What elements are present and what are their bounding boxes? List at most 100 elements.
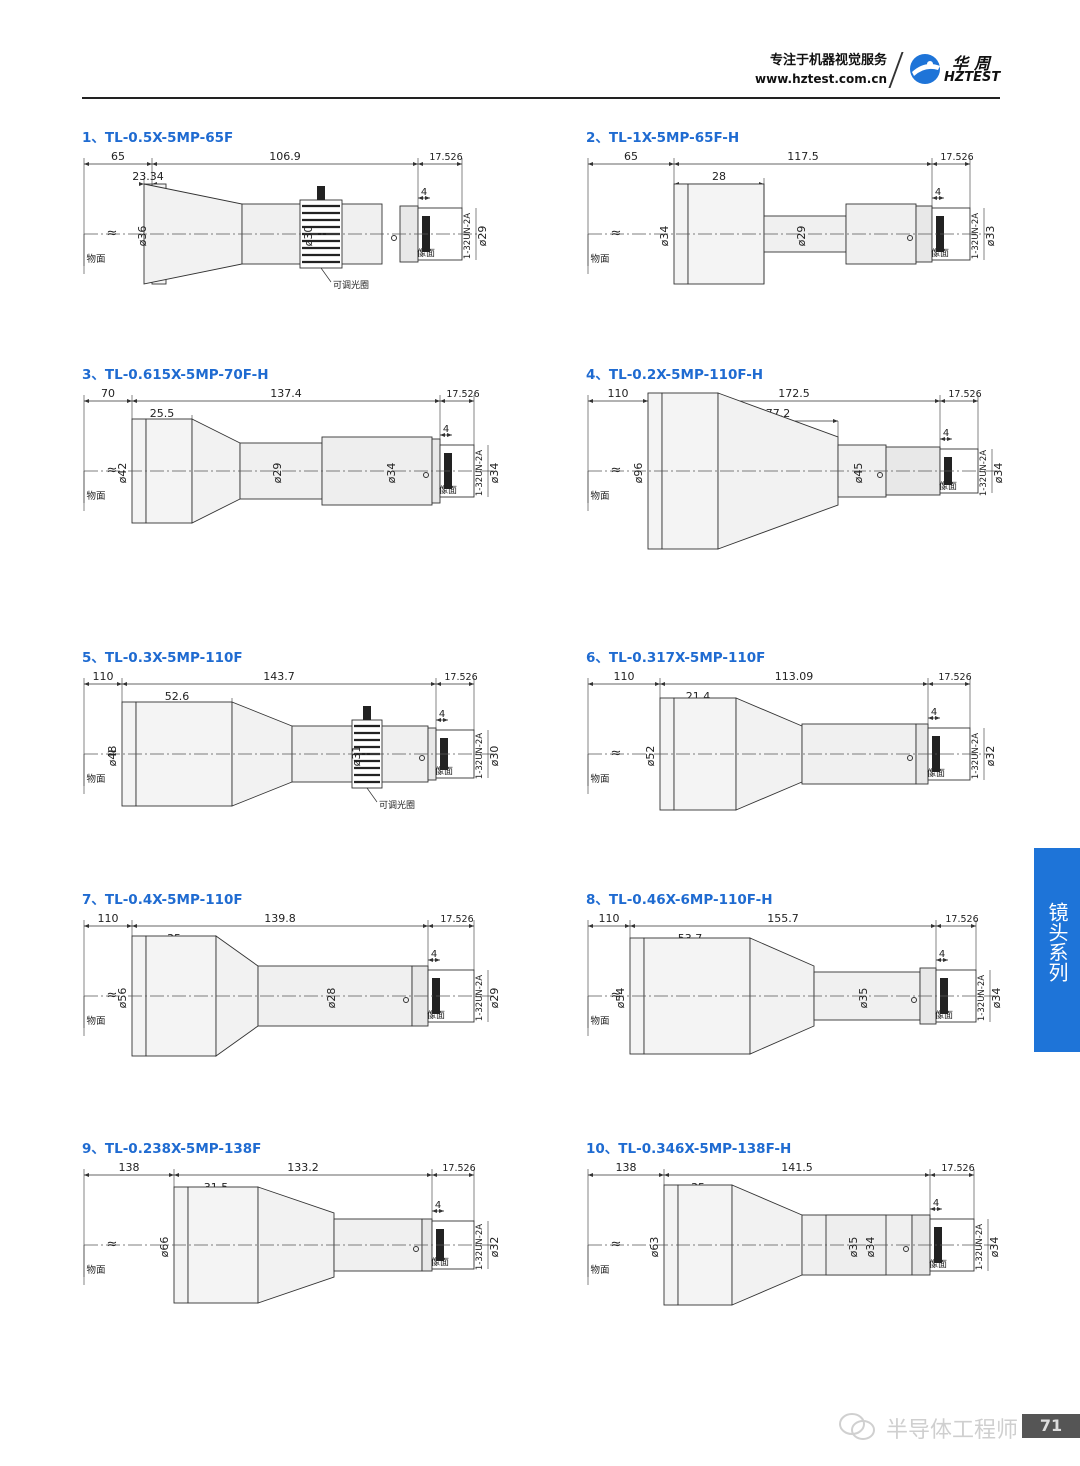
object-plane-label: 物面 — [590, 773, 609, 785]
dim-working-distance-arrow-right — [117, 682, 122, 686]
section-side-tab[interactable]: 镜头系列 — [1034, 848, 1080, 1052]
image-plane-label: 像面 — [431, 1256, 449, 1268]
axis-break-icon: ≈ — [107, 746, 118, 761]
dim-working-distance-arrow-left — [84, 1173, 89, 1177]
dim-length-arrow-left — [674, 162, 679, 166]
dim-mount-label: 17.526 — [446, 389, 479, 400]
aperture-knob[interactable] — [317, 186, 325, 200]
dim-small-label: 4 — [931, 707, 937, 718]
lens-title: 10、TL-0.346X-5MP-138F-H — [586, 1141, 792, 1157]
dim-working-distance-arrow-left — [84, 682, 89, 686]
dim-working-distance-arrow-right — [127, 924, 132, 928]
dim-mount-arrow-left — [940, 399, 945, 403]
dim-mount-arrow-left — [440, 399, 445, 403]
dia-mid-label: ø45 — [852, 463, 865, 484]
image-plane-label: 像面 — [427, 1009, 445, 1021]
dim-step-label: 52.6 — [165, 690, 190, 703]
header-tagline: 专注于机器视觉服务 — [769, 53, 887, 68]
lens-title: 3、TL-0.615X-5MP-70F-H — [82, 367, 269, 383]
dia-front-label: ø34 — [658, 226, 671, 247]
header-tagline-block: 专注于机器视觉服务 www.hztest.com.cn — [755, 52, 887, 88]
dim-length-label: 133.2 — [287, 1161, 319, 1174]
dim-working-distance-arrow-right — [625, 924, 630, 928]
dia-rear-label: ø32 — [984, 746, 997, 767]
mount-thread — [934, 1227, 942, 1263]
dim-small-arrow-right — [937, 1207, 942, 1211]
aperture-ring-label: 可调光圈 — [333, 279, 369, 291]
dim-length-arrow-left — [174, 1173, 179, 1177]
header-url[interactable]: www.hztest.com.cn — [755, 72, 887, 86]
dim-mount-arrow-left — [932, 162, 937, 166]
dim-length-arrow-right — [935, 399, 940, 403]
dim-small-label: 4 — [933, 1198, 939, 1209]
dim-length-arrow-right — [431, 682, 436, 686]
image-plane-label: 像面 — [935, 1009, 953, 1021]
dim-step-label: 28 — [712, 170, 726, 183]
dim-mount-arrow-left — [428, 924, 433, 928]
dim-small-arrow-left — [932, 196, 937, 200]
dim-working-distance-label: 65 — [111, 150, 125, 163]
dim-length-label: 117.5 — [787, 150, 819, 163]
dim-mount-arrow-right — [469, 399, 474, 403]
dim-mount-label: 17.526 — [429, 152, 462, 163]
image-plane-label: 像面 — [929, 1258, 947, 1270]
set-screw-icon — [877, 472, 883, 478]
leader-line — [366, 787, 378, 803]
dia-mid-label: ø28 — [325, 988, 338, 1009]
dia-rear-label: ø34 — [988, 1237, 1001, 1258]
thread-label: 1-32UN-2A — [971, 213, 981, 259]
dia-rear-label: ø32 — [488, 1237, 501, 1258]
dim-small-arrow-right — [935, 716, 940, 720]
dia-rear-label: ø30 — [488, 746, 501, 767]
dim-length-arrow-left — [660, 682, 665, 686]
dim-small-arrow-left — [928, 716, 933, 720]
header-rule — [82, 97, 1000, 99]
watermark-text: 半导体工程师 — [886, 1418, 1019, 1443]
dia-front-label: ø36 — [136, 226, 149, 247]
brand-name-en: HZTEST — [944, 70, 1001, 85]
image-plane-label: 像面 — [435, 765, 453, 777]
dim-length-label: 155.7 — [767, 912, 799, 925]
object-plane-label: 物面 — [590, 253, 609, 265]
dia-rear-label: ø34 — [990, 988, 1003, 1009]
dim-small-arrow-left — [428, 958, 433, 962]
dim-small-arrow-left — [936, 958, 941, 962]
dia-rear-label: ø33 — [984, 226, 997, 247]
dim-length-arrow-right — [925, 1173, 930, 1177]
thread-label: 1-32UN-2A — [979, 450, 989, 496]
aperture-knob[interactable] — [363, 706, 371, 720]
dia-front-label: ø96 — [632, 463, 645, 484]
dim-small-label: 4 — [935, 187, 941, 198]
dia-front-label: ø42 — [116, 463, 129, 484]
axis-break-icon: ≈ — [107, 463, 118, 478]
lens-panel: 8、TL-0.46X-6MP-110F-H110155.717.52653.7≈… — [586, 888, 1026, 1118]
lens-panel: 10、TL-0.346X-5MP-138F-H138141.517.52635≈… — [586, 1137, 1026, 1367]
dim-length-arrow-left — [122, 682, 127, 686]
object-plane-label: 物面 — [590, 1264, 609, 1276]
dim-small-label: 4 — [439, 709, 445, 720]
axis-break-icon: ≈ — [611, 226, 622, 241]
object-plane-label: 物面 — [590, 1015, 609, 1027]
dim-mount-label: 17.526 — [442, 1163, 475, 1174]
page-header: 专注于机器视觉服务 www.hztest.com.cn 华周 HZTEST — [0, 0, 1080, 100]
axis-break-icon: ≈ — [611, 988, 622, 1003]
dim-working-distance-arrow-left — [588, 162, 593, 166]
dim-small-arrow-left — [440, 433, 445, 437]
thread-label: 1-32UN-2A — [475, 733, 485, 779]
lens-panel: 4、TL-0.2X-5MP-110F-H110172.517.52631.577… — [586, 363, 1026, 593]
image-plane-label: 像面 — [931, 247, 949, 259]
object-plane-label: 物面 — [86, 253, 105, 265]
dim-mount-arrow-right — [469, 924, 474, 928]
set-screw-icon — [911, 997, 917, 1003]
brand-logo-icon — [910, 54, 940, 84]
dia-mid-label: ø29 — [271, 463, 284, 484]
object-plane-label: 物面 — [86, 1264, 105, 1276]
set-screw-icon — [903, 1246, 909, 1252]
object-plane-label: 物面 — [590, 490, 609, 502]
